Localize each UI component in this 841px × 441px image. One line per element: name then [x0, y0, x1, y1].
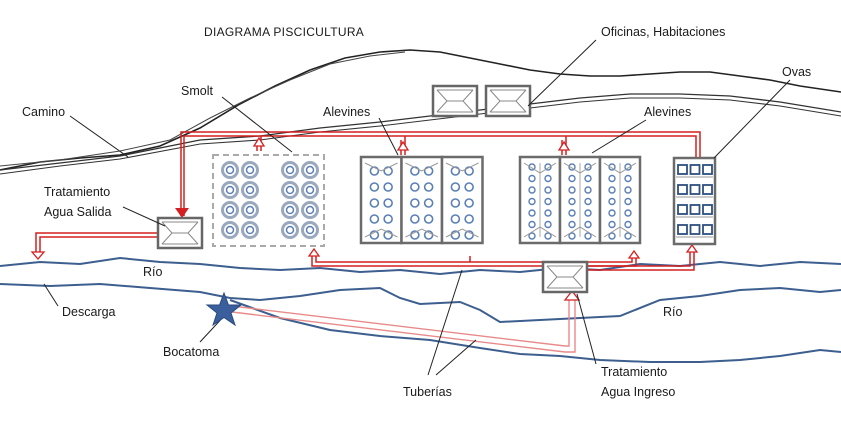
smolt-tank — [281, 201, 299, 219]
smolt-tank — [281, 221, 299, 239]
label-tratamiento-ingreso: Tratamiento — [601, 365, 667, 379]
river-bank-upper — [0, 256, 841, 276]
smolt-tank — [221, 201, 239, 219]
raceway — [598, 155, 642, 245]
building-office-1 — [431, 84, 479, 118]
river-bank-bottom — [229, 299, 841, 363]
label-agua-salida: Agua Salida — [44, 205, 111, 219]
river-bank-lower — [0, 282, 841, 324]
smolt-tank — [241, 221, 259, 239]
smolt-tank — [221, 181, 239, 199]
ova-tray — [702, 184, 713, 195]
label-alevines-1: Alevines — [323, 105, 370, 119]
label-camino: Camino — [22, 105, 65, 119]
smolt-tank — [301, 201, 319, 219]
label-smolt: Smolt — [181, 84, 213, 98]
smolt-tank — [301, 181, 319, 199]
treatment-outflow-unit — [156, 216, 204, 250]
ova-tray — [677, 224, 688, 235]
hill-outline-2 — [0, 51, 406, 167]
treatment-inflow-unit — [541, 260, 589, 294]
ova-tray — [689, 164, 701, 175]
bocatoma-star-icon — [205, 291, 243, 327]
label-tratamiento-salida: Tratamiento — [44, 185, 110, 199]
smolt-tank — [241, 161, 259, 179]
smolt-tank — [281, 161, 299, 179]
ova-tray — [689, 224, 701, 235]
label-ovas: Ovas — [782, 65, 811, 79]
arrow-down-treatment — [175, 208, 189, 218]
label-rio-1: Río — [143, 265, 163, 279]
ova-tray — [702, 224, 713, 235]
label-rio-2: Río — [663, 305, 683, 319]
diagram-title: DIAGRAMA PISCICULTURA — [204, 25, 364, 39]
raceway — [400, 155, 444, 245]
hill-outline — [0, 49, 841, 171]
label-agua-ingreso: Agua Ingreso — [601, 385, 675, 399]
smolt-tank — [221, 221, 239, 239]
raceway — [440, 155, 484, 245]
arrow-feed-left — [307, 247, 321, 257]
label-tuberias: Tuberías — [403, 385, 452, 399]
smolt-tanks — [221, 161, 319, 239]
arrow-smolt — [252, 136, 266, 147]
arrow-intake — [563, 289, 581, 301]
ova-tray — [677, 184, 688, 195]
pipe-network — [35, 131, 701, 271]
label-descarga: Descarga — [62, 305, 116, 319]
arrow-discharge — [30, 251, 46, 260]
ova-tray — [689, 204, 701, 215]
arrow-alevines-2 — [557, 140, 571, 151]
raceway — [518, 155, 562, 245]
building-office-2 — [484, 84, 532, 118]
intake-pipe — [231, 296, 576, 353]
ova-tray — [677, 204, 688, 215]
alevines-raceways-2 — [518, 155, 642, 245]
smolt-tank — [221, 161, 239, 179]
alevines-raceways-1 — [359, 155, 484, 245]
raceway — [558, 155, 602, 245]
ova-tray — [677, 164, 688, 175]
smolt-tank — [281, 181, 299, 199]
ovas-incubation-unit — [672, 156, 717, 246]
label-bocatoma: Bocatoma — [163, 345, 219, 359]
label-oficinas: Oficinas, Habitaciones — [601, 25, 725, 39]
smolt-tank — [241, 201, 259, 219]
arrow-alevines-1 — [396, 140, 410, 151]
leader-lines — [43, 39, 791, 376]
smolt-tank — [301, 221, 319, 239]
ova-tray — [689, 184, 701, 195]
arrow-feed-right — [627, 249, 641, 259]
label-alevines-2: Alevines — [644, 105, 691, 119]
arrow-feed-ovas — [685, 243, 699, 253]
smolt-tank — [301, 161, 319, 179]
ova-tray — [702, 164, 713, 175]
ova-tray — [702, 204, 713, 215]
smolt-tank — [241, 181, 259, 199]
raceway — [359, 155, 403, 245]
